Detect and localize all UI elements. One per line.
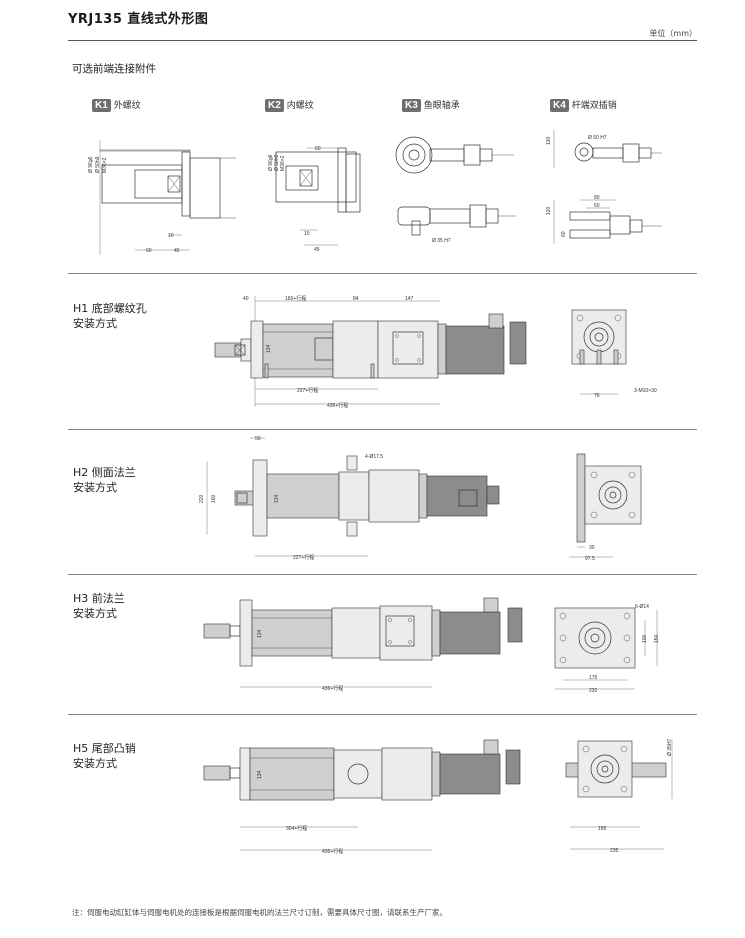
header-divider	[68, 40, 697, 41]
h2-label-line2: 安装方式	[73, 481, 117, 494]
h3-dim-c: 6-Ø14	[635, 604, 649, 610]
h3-end-drawing: 6-Ø14 100 150 175 220	[554, 604, 660, 694]
h2-dim-b: 4-Ø17.5	[365, 454, 383, 460]
h1-dim-c: 84	[353, 296, 359, 302]
h5-end-drawing: Ø 35H7 165 235	[565, 739, 673, 854]
h1-end-drawing: 76 3-M10×30	[571, 309, 657, 399]
k4-dim-w2: 60	[594, 203, 600, 209]
k2-dim-d3: M36×2	[280, 155, 286, 171]
h5-label-line1: H5 尾部凸销	[73, 742, 136, 755]
h1-side-drawing: 40 165+行程 84 147 134 227+行程 436+行程	[214, 295, 527, 409]
h2-side-drawing: 50 4-Ø17.5 220 160 134 227+行程	[199, 436, 500, 561]
k2-dim-d2: Ø 50h9	[274, 154, 280, 171]
k1-dim-a: 10	[168, 233, 174, 239]
k1-drawing: Ø 96g6 Ø 50h9 M36×2 10 60 45	[88, 140, 236, 255]
k2-dim-a: 60	[315, 146, 321, 152]
k4-dim-h3: 60	[561, 231, 567, 237]
k2-dim-b: 10	[304, 231, 310, 237]
h1-dim-f: 227+行程	[297, 387, 318, 394]
h5-dim-b: 304+行程	[286, 825, 307, 832]
h3-dim-d: 100	[642, 634, 648, 643]
k3-badge: K3	[402, 99, 421, 112]
h1-dim-e: 134	[266, 344, 272, 353]
h1-label: H1 底部螺纹孔 安装方式	[73, 301, 147, 331]
section-divider	[68, 574, 697, 575]
h3-label: H3 前法兰 安装方式	[73, 591, 125, 621]
h5-label: H5 尾部凸销 安装方式	[73, 741, 136, 771]
k1-dim-d3: M36×2	[102, 157, 108, 173]
h2-dim-f: 227+行程	[293, 554, 314, 561]
k4-dim-h2: 120	[546, 206, 552, 215]
k1-dim-d1: Ø 96g6	[88, 156, 94, 173]
h3-side-drawing: 134 436+行程	[203, 597, 523, 692]
h2-label: H2 侧面法兰 安装方式	[73, 465, 136, 495]
h1-dim-g: 436+行程	[327, 402, 348, 409]
k1-dim-c: 45	[174, 248, 180, 254]
h2-dim-e: 134	[274, 494, 280, 503]
k1-dim-d2: Ø 50h9	[95, 156, 101, 173]
h3-label-line1: H3 前法兰	[73, 592, 125, 605]
h5-dim-d: Ø 35H7	[667, 739, 673, 756]
h2-dim-d: 160	[211, 494, 217, 503]
k2-drawing: Ø 96g6 Ø 50h9 M36×2 60 10 45	[268, 146, 361, 253]
k4-label: 杆端双插销	[571, 101, 617, 111]
h1-dim-b: 165+行程	[285, 295, 306, 302]
attachments-title: 可选前端连接附件	[72, 63, 156, 75]
h5-dim-f: 235	[610, 848, 619, 854]
unit-label: 单位（mm）	[649, 29, 697, 38]
h5-dim-c: 436+行程	[322, 848, 343, 855]
h3-dim-a: 134	[257, 629, 263, 638]
h2-end-drawing: 30 97.5	[569, 453, 642, 562]
k1-dim-b: 60	[146, 248, 152, 254]
h1-dim-a: 40	[243, 296, 249, 302]
h5-dim-a: 134	[257, 770, 263, 779]
k4-badge: K4	[550, 99, 569, 112]
section-divider	[68, 429, 697, 430]
h2-dim-c: 220	[199, 494, 205, 503]
h1-label-line1: H1 底部螺纹孔	[73, 302, 147, 315]
h3-dim-e: 150	[654, 634, 660, 643]
k4-dim-h1: 130	[546, 136, 552, 145]
page-title: YRJ135 直线式外形图	[68, 12, 209, 27]
k1-label: 外螺纹	[113, 101, 141, 111]
h5-dim-e: 165	[598, 826, 607, 832]
k4-drawing: Ø 50 H7 130 120 80 60 60	[546, 130, 662, 244]
h1-label-line2: 安装方式	[73, 317, 117, 330]
k3-label: 鱼眼轴承	[423, 101, 460, 111]
h2-dim-g: 30	[589, 545, 595, 551]
section-divider	[68, 714, 697, 715]
k4-dim-w1: 80	[594, 195, 600, 201]
k2-badge: K2	[265, 99, 284, 112]
h3-dim-b: 436+行程	[322, 685, 343, 692]
section-divider	[68, 273, 697, 274]
h2-dim-h: 97.5	[585, 556, 595, 562]
h1-dim-h: 76	[594, 393, 600, 399]
k2-label: 内螺纹	[286, 101, 314, 111]
h1-dim-i: 3-M10×30	[634, 388, 657, 394]
h5-side-drawing: 134 304+行程 436+行程	[203, 739, 521, 855]
h2-label-line1: H2 侧面法兰	[73, 466, 136, 479]
h3-dim-g: 220	[589, 688, 598, 694]
k3-dim-d: Ø 35 H7	[432, 238, 451, 244]
k3-drawing: Ø 35 H7	[395, 136, 516, 244]
footer-note: 注：伺服电动缸缸体与伺服电机处的连接板是根据伺服电机的法兰尺寸订制，需要具体尺寸…	[72, 908, 447, 917]
k2-dim-c: 45	[314, 247, 320, 253]
h5-label-line2: 安装方式	[73, 757, 117, 770]
k1-badge: K1	[92, 99, 111, 112]
h3-dim-f: 175	[589, 675, 598, 681]
h3-label-line2: 安装方式	[73, 607, 117, 620]
k2-dim-d1: Ø 96g6	[268, 154, 274, 171]
k4-dim-d: Ø 50 H7	[588, 135, 607, 141]
h2-dim-a: 50	[255, 436, 261, 442]
h1-dim-d: 147	[405, 296, 414, 302]
